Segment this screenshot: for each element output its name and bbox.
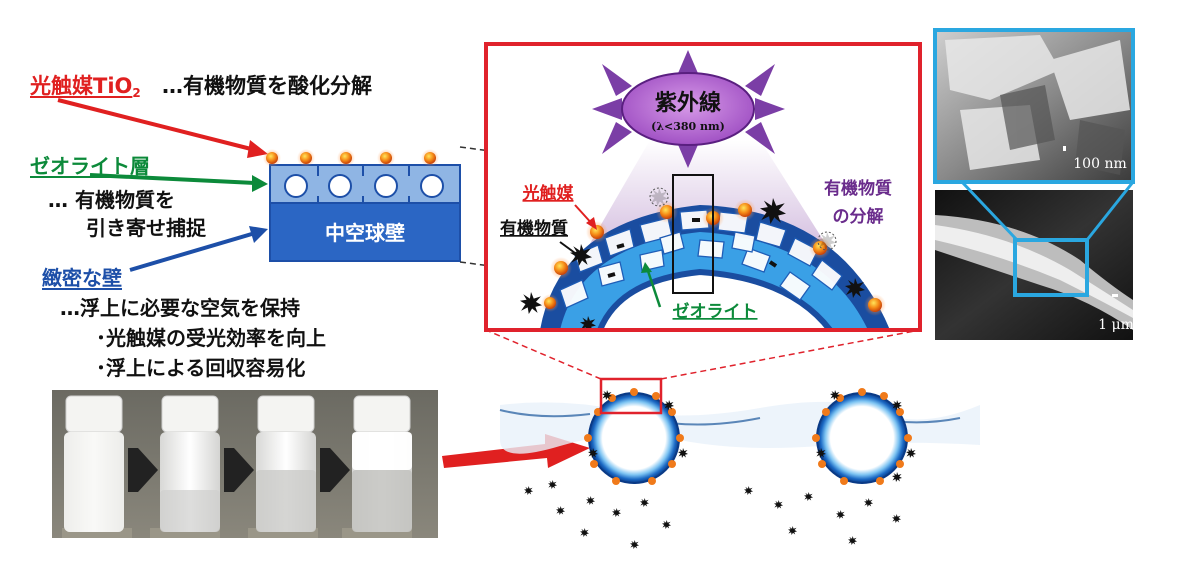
sem-zoom-box bbox=[1013, 238, 1089, 297]
photocatalyst-desc: …有機物質を酸化分解 bbox=[162, 74, 373, 98]
sem-scale-bottom: 1 μm bbox=[1098, 317, 1134, 333]
zoom-panel: 紫外線 (λ<380 nm) bbox=[484, 42, 922, 332]
uv-wavelength: (λ<380 nm) bbox=[651, 120, 725, 133]
sphere-zoom-box bbox=[599, 377, 663, 415]
photocatalyst-subscript: 2 bbox=[132, 86, 141, 100]
vial-1 bbox=[62, 395, 132, 538]
vial-4 bbox=[342, 395, 412, 538]
scattered-molecules bbox=[524, 480, 901, 549]
vial-arrows bbox=[128, 448, 350, 492]
sem-images: 100 nm 1 μm bbox=[933, 28, 1135, 340]
zoom-catalyst-particles bbox=[541, 199, 886, 316]
cross-section: 中空球壁 bbox=[263, 149, 461, 262]
dense-wall-label: 緻密な壁 bbox=[42, 266, 122, 290]
wall-selection-box bbox=[672, 174, 714, 294]
floating-sphere-2 bbox=[817, 393, 907, 483]
zoom-zeolite-label: ゼオライト bbox=[673, 301, 758, 322]
zeolite-desc-line1: … 有機物質を bbox=[48, 188, 175, 212]
floating-sphere-1 bbox=[589, 393, 679, 483]
floating-scene bbox=[485, 329, 980, 549]
zoom-decomposition-line1: 有機物質 bbox=[824, 178, 892, 199]
zoom-panel-border bbox=[484, 42, 922, 332]
sun-rays bbox=[592, 50, 785, 168]
vial-3 bbox=[248, 395, 318, 538]
photocatalyst-label: 光触媒TiO2 …有機物質を酸化分解 bbox=[30, 70, 372, 100]
zeolite-label: ゼオライト層 bbox=[30, 154, 150, 178]
zoom-organic-label: 有機物質 bbox=[500, 218, 568, 239]
label-arrows bbox=[57, 98, 268, 272]
sun-icon bbox=[621, 72, 755, 146]
cross-section-label: 中空球壁 bbox=[325, 221, 405, 245]
wall-desc-line3: ･浮上による回収容易化 bbox=[96, 356, 306, 380]
vials-photo bbox=[52, 390, 438, 538]
zoom-catalyst-label: 光触媒 bbox=[522, 183, 575, 204]
photocatalyst-name: 光触媒TiO bbox=[30, 74, 133, 98]
zeolite-bars bbox=[607, 218, 778, 278]
zoom-decomposition-line2: の分解 bbox=[833, 206, 884, 227]
vial-2 bbox=[150, 395, 220, 538]
sem-scale-top: 100 nm bbox=[1073, 156, 1126, 172]
sphere-surface-particles bbox=[584, 388, 912, 485]
uv-title: 紫外線 bbox=[655, 90, 721, 116]
wall-desc-line2: ･光触媒の受光効率を向上 bbox=[96, 326, 326, 350]
zeolite-desc-line2: 引き寄せ捕捉 bbox=[86, 216, 206, 240]
wall-desc-line1: …浮上に必要な空気を保持 bbox=[60, 296, 300, 320]
